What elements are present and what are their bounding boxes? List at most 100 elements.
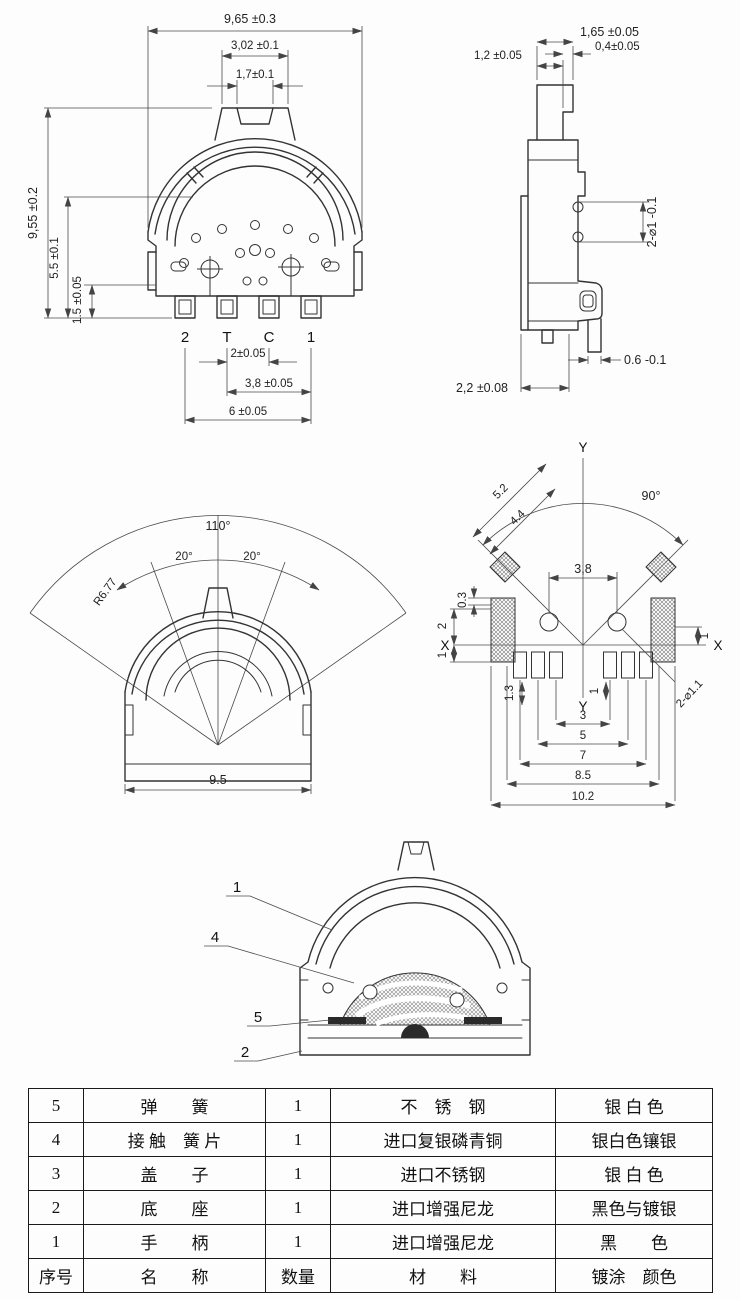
dim-front-terminal-height: 1.5 ±0.05 [72, 276, 84, 324]
dim-front-tab-width: 1,7±0.1 [236, 69, 274, 81]
callout-part-2: 2 [241, 1044, 249, 1061]
bom-cell-name: 手 柄 [83, 1224, 266, 1259]
bom-table: 5 弹 簧 1 不 锈 钢 银 白 色 4 接 触 簧 片 1 进口复银磷青铜 … [28, 1088, 713, 1293]
front-dimensions [44, 26, 363, 424]
angle-part-outline [124, 587, 312, 782]
front-contacts [170, 220, 340, 296]
dim-angle-radius: R6.77 [92, 576, 120, 608]
bom-cell-finish: 银 白 色 [555, 1156, 713, 1191]
axis-label-y-top: Y [578, 440, 587, 455]
bom-row-5: 5 弹 簧 1 不 锈 钢 银 白 色 [28, 1088, 713, 1123]
bom-cell-no: 1 [28, 1224, 84, 1259]
bom-table-wrap: 5 弹 簧 1 不 锈 钢 银 白 色 4 接 触 簧 片 1 进口复银磷青铜 … [28, 1088, 713, 1293]
side-view: 1,65 ±0.05 1,2 ±0.05 0,4±0.05 2-⌀1 -0.1 … [456, 25, 666, 395]
dim-front-pitch-2: 2±0.05 [230, 348, 265, 360]
pin-label-c: C [264, 329, 275, 346]
bom-row-1: 1 手 柄 1 进口增强尼龙 黑 色 [28, 1224, 713, 1259]
bom-header-no: 序号 [28, 1258, 84, 1293]
bom-cell-name: 弹 簧 [83, 1088, 266, 1123]
bom-row-4: 4 接 触 簧 片 1 进口复银磷青铜 银白色镶银 [28, 1122, 713, 1157]
dim-angle-width: 9.5 [209, 773, 226, 787]
dim-bottom-diag-outer: 5.2 [491, 482, 511, 502]
dim-bottom-holes-note: 2-⌀1.1 [674, 678, 705, 710]
callout-part-1: 1 [233, 879, 241, 896]
dim-bottom-pitch-3: 3 [580, 710, 586, 722]
section-spring-assembly [328, 972, 502, 1038]
callout-part-4: 4 [211, 929, 219, 946]
bom-header-row: 序号 名 称 数量 材 料 镀涂 颜色 [28, 1258, 713, 1293]
angle-fan-lines [29, 515, 407, 746]
dim-bottom-pitch-5: 5 [580, 730, 586, 742]
bom-header-qty: 数量 [265, 1258, 331, 1293]
angle-dimensions [124, 784, 312, 794]
dim-front-pitch-6: 6 ±0.05 [229, 406, 267, 418]
dim-side-step: 0,4±0.05 [595, 41, 640, 53]
callout-part-5: 5 [254, 1009, 262, 1026]
dim-bottom-pitch-85: 8.5 [575, 770, 591, 782]
dim-bottom-offset-1-right: 1 [699, 633, 711, 639]
pin-label-1: 1 [307, 329, 315, 346]
bom-cell-no: 4 [28, 1122, 84, 1157]
bom-cell-material: 进口增强尼龙 [330, 1224, 556, 1259]
front-view: 9,65 ±0.3 3,02 ±0.1 1,7±0.1 9,55 ±0.2 5.… [26, 12, 363, 424]
bom-cell-finish: 银 白 色 [555, 1088, 713, 1123]
angle-view: 110° 20° 20° R6.77 9.5 [29, 515, 407, 794]
dim-front-overall-width: 9,65 ±0.3 [224, 12, 276, 26]
dim-bottom-pad-13: 1.3 [504, 685, 516, 701]
bom-header-name: 名 称 [83, 1258, 266, 1293]
pin-label-t: T [222, 329, 231, 346]
axis-label-x-right: X [713, 638, 722, 653]
dim-bottom-angle-90: 90° [642, 489, 661, 503]
dim-side-base: 2,2 ±0.08 [456, 381, 508, 395]
axis-label-y-bottom: Y [578, 699, 587, 714]
bom-cell-finish: 黑 色 [555, 1224, 713, 1259]
bom-cell-name: 底 座 [83, 1190, 266, 1225]
section-leaders [204, 895, 355, 1062]
bom-row-2: 2 底 座 1 进口增强尼龙 黑色与镀银 [28, 1190, 713, 1225]
bom-cell-no: 3 [28, 1156, 84, 1191]
dim-front-mid-width: 3,02 ±0.1 [231, 40, 279, 52]
bom-header-material: 材 料 [330, 1258, 556, 1293]
bom-cell-material: 不 锈 钢 [330, 1088, 556, 1123]
bottom-view: Y Y X X 5.2 4.4 90° 3,8 0.3 2 1 1 2-⌀1.1… [437, 440, 723, 809]
bom-cell-material: 进口复银磷青铜 [330, 1122, 556, 1157]
bottom-pads [489, 551, 677, 679]
dim-bottom-pad-1: 1 [589, 688, 601, 694]
bom-header-finish: 镀涂 颜色 [555, 1258, 713, 1293]
dim-bottom-holes-pitch: 3,8 [574, 562, 591, 576]
section-view: 1 4 5 2 [204, 841, 531, 1062]
dim-bottom-offset-1-left: 1 [437, 652, 449, 658]
bom-cell-no: 5 [28, 1088, 84, 1123]
bom-cell-finish: 黑色与镀银 [555, 1190, 713, 1225]
dim-front-pitch-38: 3,8 ±0.05 [245, 378, 293, 390]
dim-bottom-diag-inner: 4.4 [508, 508, 528, 528]
bom-cell-name: 盖 子 [83, 1156, 266, 1191]
dim-side-stem-width: 1,2 ±0.05 [474, 50, 522, 62]
dim-side-holes: 2-⌀1 -0.1 [645, 197, 659, 248]
bom-cell-qty: 1 [265, 1156, 331, 1191]
dim-angle-total: 110° [206, 519, 231, 533]
bom-cell-material: 进口不锈钢 [330, 1156, 556, 1191]
axis-label-x-left: X [440, 638, 449, 653]
side-dimensions [520, 38, 648, 392]
bom-cell-finish: 银白色镶银 [555, 1122, 713, 1157]
dim-front-body-height: 5.5 ±0.1 [49, 237, 61, 278]
dim-bottom-offset-2: 2 [437, 623, 449, 629]
bom-cell-qty: 1 [265, 1122, 331, 1157]
dim-front-total-height: 9,55 ±0.2 [26, 187, 40, 239]
bom-cell-qty: 1 [265, 1224, 331, 1259]
dim-side-terminal: 0.6 -0.1 [624, 353, 666, 367]
bom-row-3: 3 盖 子 1 进口不锈钢 银 白 色 [28, 1156, 713, 1191]
side-part-outline [520, 84, 603, 353]
dim-bottom-offset-03: 0.3 [457, 592, 469, 608]
bom-cell-qty: 1 [265, 1088, 331, 1123]
bom-cell-name: 接 触 簧 片 [83, 1122, 266, 1157]
bom-cell-material: 进口增强尼龙 [330, 1190, 556, 1225]
bom-cell-qty: 1 [265, 1190, 331, 1225]
dim-side-total-width: 1,65 ±0.05 [580, 25, 639, 39]
dim-bottom-pitch-7: 7 [580, 750, 586, 762]
dim-bottom-pitch-102: 10.2 [572, 791, 594, 803]
front-part-outline [147, 107, 363, 319]
dim-angle-left: 20° [175, 551, 192, 563]
